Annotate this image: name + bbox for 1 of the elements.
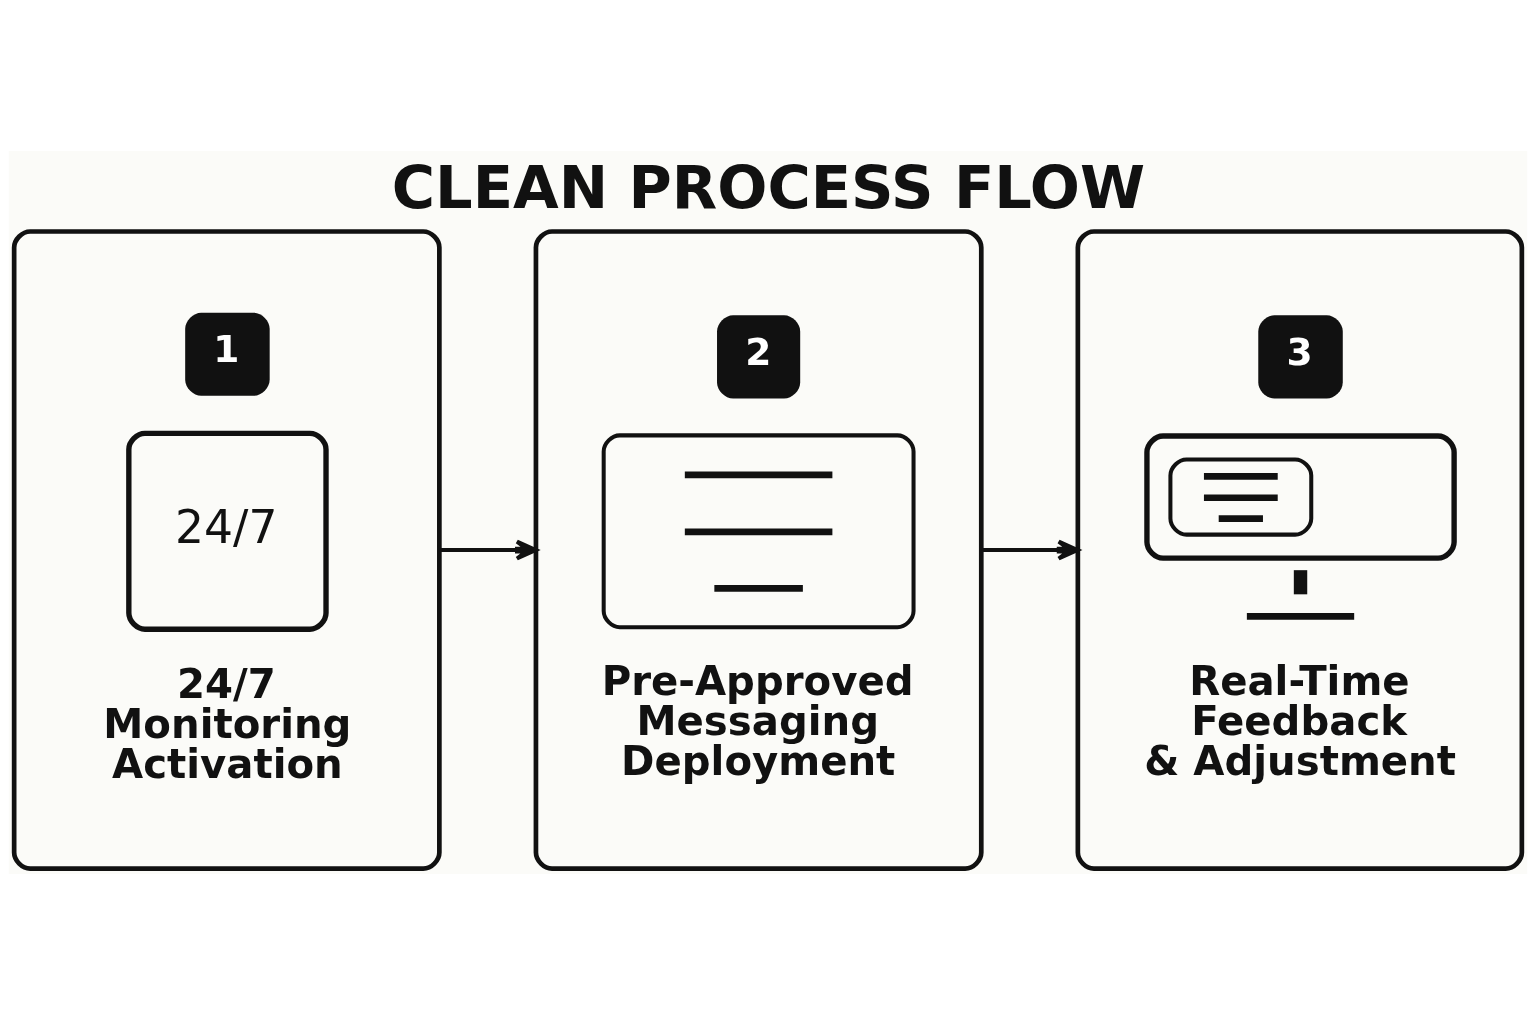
diagram-title: CLEAN PROCESS FLOW xyxy=(391,152,1146,222)
